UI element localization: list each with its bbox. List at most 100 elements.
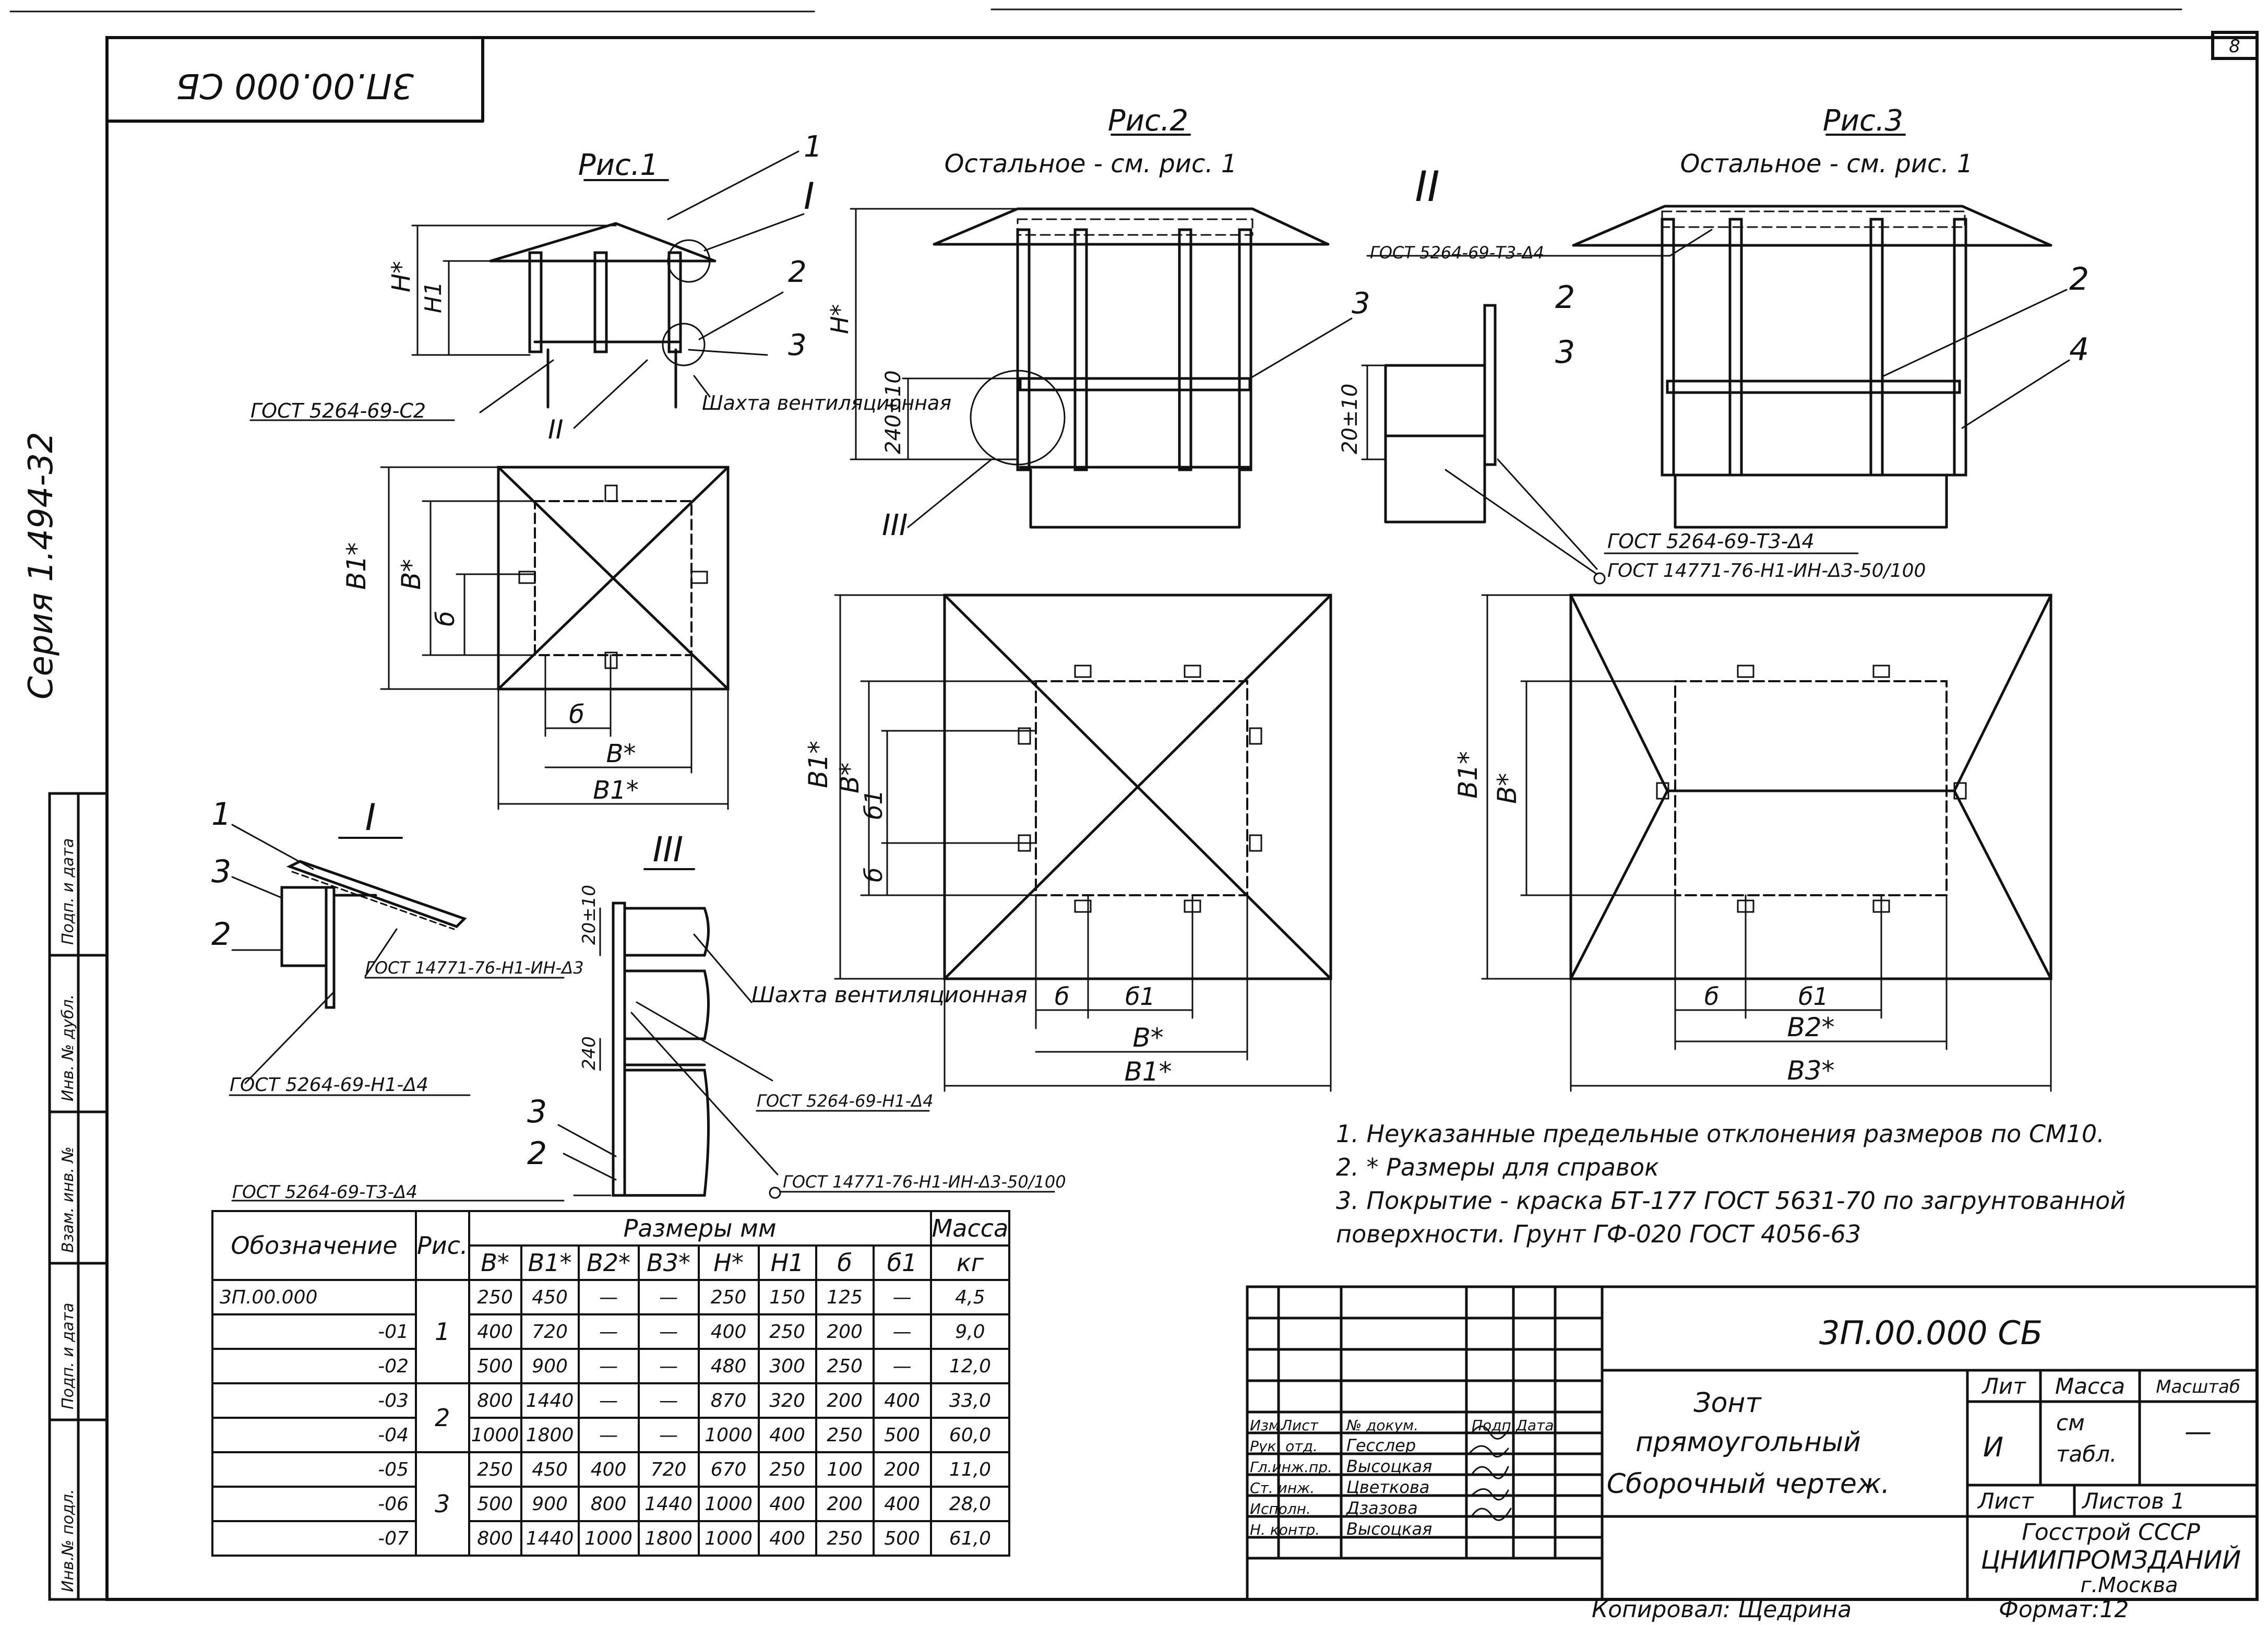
fig3-dim-B2: B2*	[1787, 1012, 1834, 1042]
detail1-drawing	[280, 860, 467, 1009]
tb-lit-head: Лит	[1981, 1373, 2026, 1399]
col-b: б	[815, 1244, 875, 1281]
tb-role-3: Ст. инж.	[1250, 1479, 1315, 1497]
fig3-dim-b: б	[1704, 982, 1719, 1011]
row-value: —	[637, 1382, 700, 1419]
fig2-dim-b1-bottom: б1	[1125, 982, 1155, 1011]
detail2-gost-weld: ГОСТ 5264-69-Т3-Δ4	[1607, 530, 1815, 553]
fig3-plan-dims	[1481, 594, 2052, 1092]
row-value: 400	[757, 1520, 817, 1557]
row-value: 1000	[697, 1520, 760, 1557]
tb-name-2: Высоцкая	[1346, 1456, 1432, 1476]
fig3-dim-B1: B1*	[1453, 751, 1483, 799]
row-value: —	[577, 1417, 640, 1453]
tb-role-2: Гл.инж.пр.	[1250, 1458, 1332, 1476]
col-H1: H1	[757, 1244, 817, 1281]
row-value: 1000	[697, 1486, 760, 1522]
tb-role-1: Рук. отд.	[1250, 1438, 1318, 1455]
detail1-gost-weld: ГОСТ 5264-69-Н1-Δ4	[230, 1074, 428, 1096]
sheet-format: Формат:12	[1999, 1596, 2129, 1623]
fig1-dim-H: H*	[387, 261, 416, 292]
detail3-dim-20: 20±10	[579, 885, 600, 945]
row-value: 200	[815, 1486, 875, 1522]
row-value: 250	[757, 1451, 817, 1488]
detail3-gost-semiauto: ГОСТ 14771-76-Н1-ИН-Δ3-50/100	[783, 1172, 1066, 1192]
fig3-callout-2: 2	[2069, 261, 2089, 298]
detail1-callout-2: 2	[211, 916, 231, 953]
row-value: 150	[757, 1279, 817, 1315]
row-value: —	[637, 1348, 700, 1384]
tb-head-izm: Изм.	[1250, 1417, 1284, 1434]
fig3-leaders	[1883, 289, 2070, 429]
side-stamp-2: Взам. инв. №	[59, 1146, 77, 1253]
fig2-callout-III: III	[882, 508, 908, 542]
row-value: —	[637, 1313, 700, 1350]
detail3-gost-weld: ГОСТ 5264-69-Н1-Δ4	[757, 1091, 934, 1111]
tb-org-3: г.Москва	[2081, 1573, 2178, 1597]
row-value: 450	[520, 1279, 580, 1315]
fig2-dim-B1: B1*	[803, 741, 833, 788]
side-stamp-1: Подп. и дата	[59, 1303, 77, 1409]
top-margin-lines	[9, 8, 2182, 13]
fig1-elevation	[489, 222, 717, 409]
fig1-callout-I: I	[804, 175, 815, 218]
fig2-dim-240: 240±10	[881, 370, 905, 454]
row-value: 720	[637, 1451, 700, 1488]
col-mass-unit: кг	[929, 1244, 1011, 1281]
fig1-callout-II: II	[548, 414, 564, 445]
row-value: 200	[872, 1451, 932, 1488]
row-value: —	[577, 1348, 640, 1384]
col-B3: B3*	[637, 1244, 700, 1281]
note-3: 3. Покрытие - краска БТ-177 ГОСТ 5631-70…	[1336, 1187, 2126, 1215]
fig1-shaft-label: Шахта вентиляционная	[702, 392, 951, 414]
col-fig: Рис.	[415, 1210, 470, 1281]
row-value: 500	[468, 1348, 522, 1384]
row-value: 300	[757, 1348, 817, 1384]
title-block-grid	[1246, 1285, 2259, 1601]
fig1-plan	[497, 466, 730, 691]
detail2-gost-top: ГОСТ 5264-69-Т3-Δ4	[1370, 243, 1544, 263]
fig3-dim-B3: B3*	[1787, 1055, 1834, 1086]
detail1-leaders	[231, 824, 398, 1084]
tb-name-l3: Сборочный чертеж.	[1607, 1468, 1890, 1500]
tb-head-list: Лист	[1281, 1417, 1319, 1434]
detail2-callout-2: 2	[1555, 279, 1575, 316]
series-label: Серия 1.494-32	[22, 432, 61, 699]
row-value: 400	[577, 1451, 640, 1488]
row-value: 400	[468, 1313, 522, 1350]
col-sizes: Размеры мм	[468, 1210, 932, 1247]
row-designation: -04	[211, 1417, 417, 1453]
fig2-dim-B-bottom: B*	[1132, 1023, 1163, 1053]
row-value: 500	[872, 1520, 932, 1557]
tb-org-1: Госстрой СССР	[2022, 1519, 2200, 1546]
sizes-table: Обозначение Рис. Размеры мм Масса B* B1*…	[211, 1210, 1011, 1557]
fig1-dim-b-side: б	[431, 611, 460, 626]
row-value: 500	[468, 1486, 522, 1522]
fig2-dim-b-bottom: б	[1055, 982, 1069, 1011]
fig2-callout-3: 3	[1352, 287, 1370, 321]
fig2-plan	[943, 594, 1332, 980]
row-mass: 33,0	[929, 1382, 1011, 1419]
fig1-plan-dims	[380, 466, 729, 810]
detail3-leaders	[557, 907, 779, 1196]
row-value: —	[872, 1279, 932, 1315]
note-2: 2. * Размеры для справок	[1336, 1153, 1659, 1181]
row-value: 800	[468, 1520, 522, 1557]
tb-sheets-head: Листов 1	[2081, 1488, 2185, 1514]
row-value: 400	[757, 1486, 817, 1522]
row-value: 800	[577, 1486, 640, 1522]
row-designation: -05	[211, 1451, 417, 1488]
row-value: 1000	[697, 1417, 760, 1453]
fig1-dims	[411, 150, 805, 429]
detail3-dim-240: 240	[579, 1036, 600, 1070]
side-stamp-0: Инв.№ подл.	[59, 1489, 77, 1592]
row-mass: 9,0	[929, 1313, 1011, 1350]
